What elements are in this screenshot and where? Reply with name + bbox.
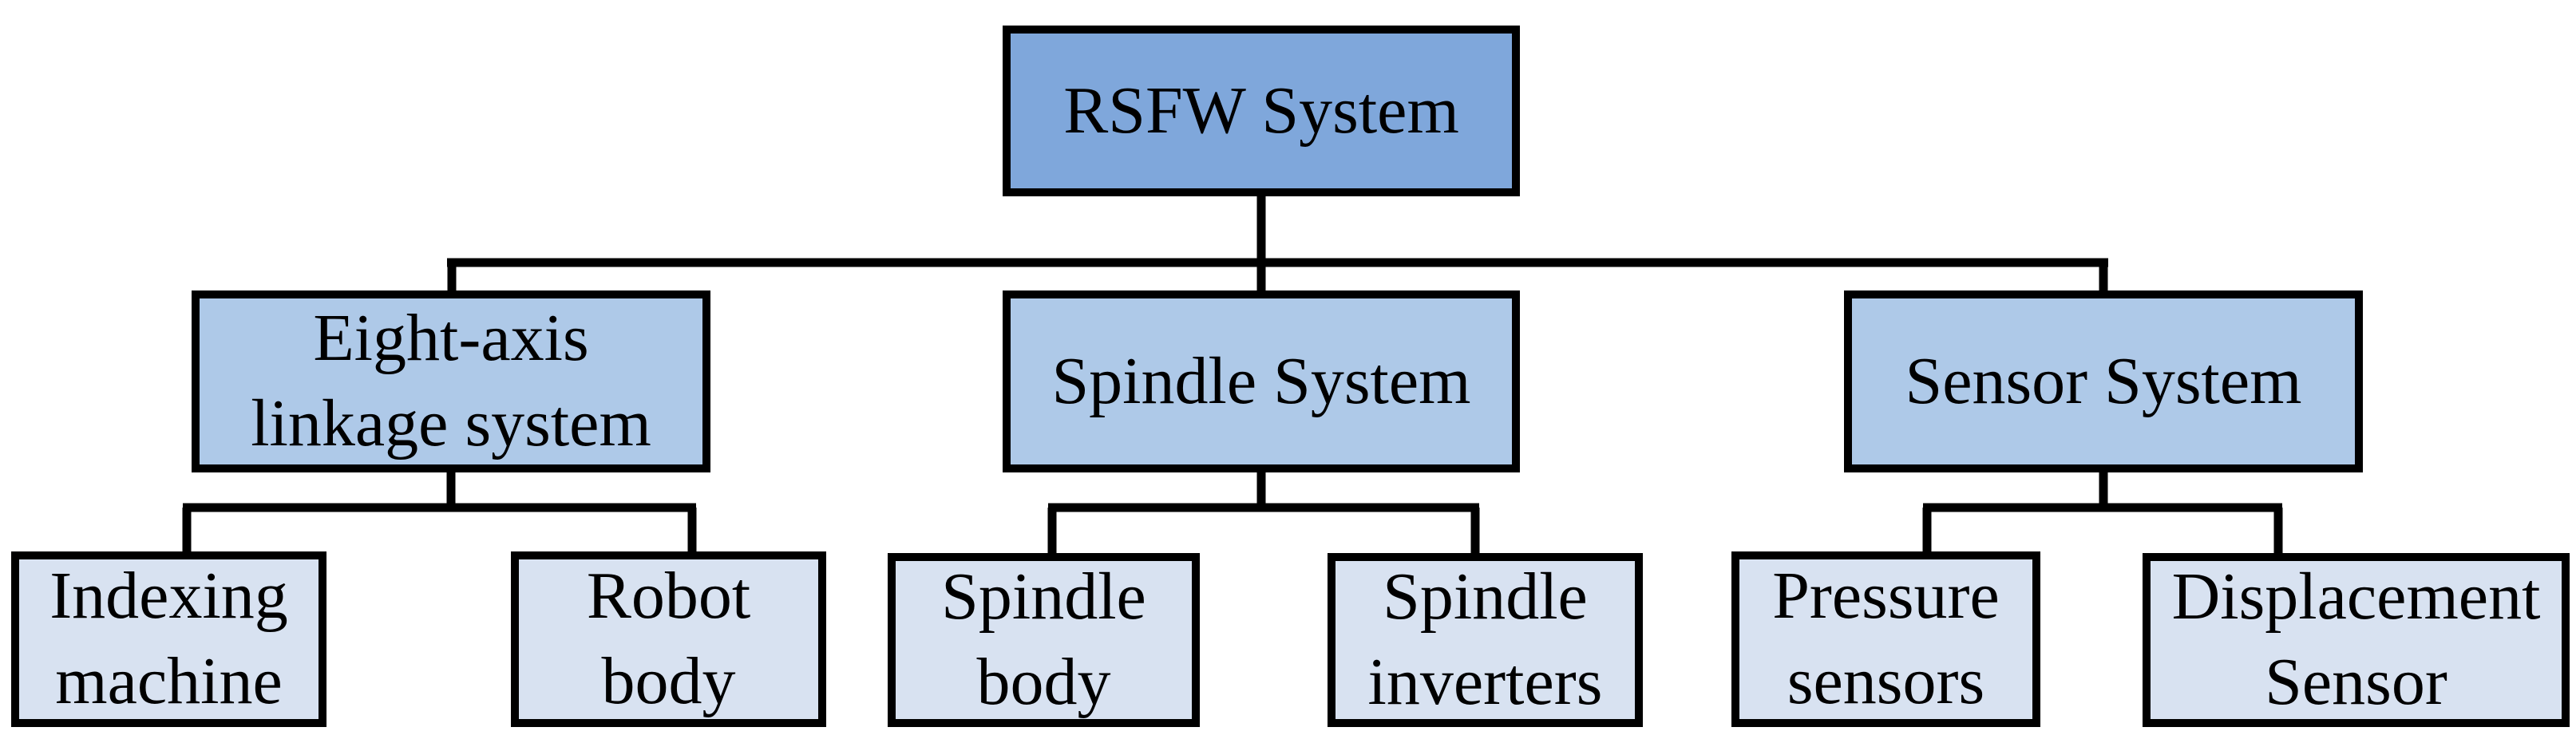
node-label: Spindle System [1051,343,1471,418]
node-label-line1: Displacement [2171,559,2541,634]
node-label-line2: Sensor [2265,645,2447,719]
node-label-line1: Eight-axis [313,301,589,376]
connector-sensor-to-children [1922,468,2283,559]
node-spindle-body: Spindle body [888,553,1200,727]
connector-root-to-level2 [447,196,2108,297]
node-spindle-system: Spindle System [1003,290,1520,472]
node-indexing-machine: Indexing machine [11,551,326,727]
node-label: Sensor System [1905,343,2302,418]
node-robot-body: Robot body [511,551,826,727]
node-displacement-sensor: Displacement Sensor [2143,553,2570,727]
node-rsfw-system: RSFW System [1003,26,1520,196]
node-label-line1: Indexing [49,559,288,634]
node-label-line2: inverters [1367,645,1603,719]
node-sensor-system: Sensor System [1844,290,2363,472]
connector-eight-axis-to-children [182,468,697,558]
node-pressure-sensors: Pressure sensors [1731,551,2040,727]
node-spindle-inverters: Spindle inverters [1328,553,1643,727]
node-label-line2: sensors [1787,644,1985,718]
node-label-line2: machine [55,644,283,718]
node-label-line1: Robot [586,559,751,634]
node-label-line2: body [601,644,736,718]
node-label-line1: Spindle [941,559,1146,634]
node-eight-axis-linkage-system: Eight-axis linkage system [192,290,710,472]
node-label: RSFW System [1063,73,1459,148]
node-label-line1: Pressure [1772,559,2000,634]
node-label-line2: linkage system [251,386,651,460]
connector-spindle-to-children [1047,468,1480,559]
node-label-line2: body [976,645,1111,719]
node-label-line1: Spindle [1383,559,1588,634]
